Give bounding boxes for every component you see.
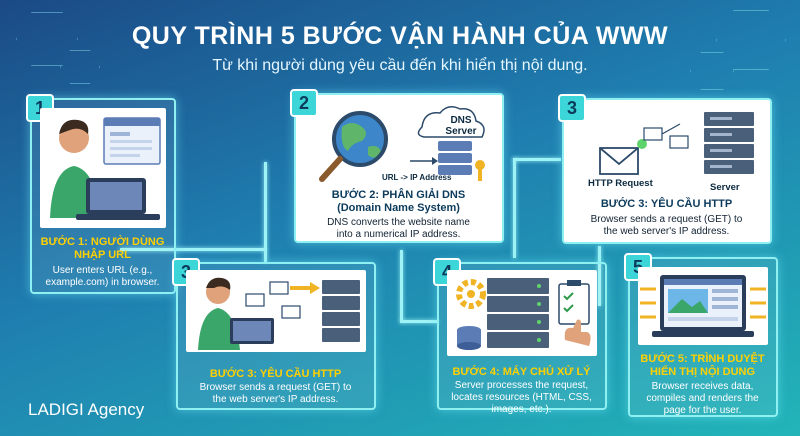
step-card-1: 1 BƯỚC 1: NGƯỜI DÙNG NHẬP URL User enter… bbox=[26, 94, 176, 294]
step-card-3-top: 3 HTTP Request Server BƯỚC 3: YÊU CẦU HT… bbox=[558, 94, 772, 244]
step-description-line: Browser sends a request (GET) to bbox=[199, 382, 352, 393]
illustration-panel bbox=[447, 270, 597, 356]
step-description: User enters URL (e.g., example.com) in b… bbox=[32, 265, 173, 289]
step-description-line: compiles and renders the bbox=[646, 393, 759, 404]
decor-hexagon bbox=[690, 52, 734, 90]
illustration-panel bbox=[186, 270, 366, 352]
connector-line bbox=[400, 250, 403, 322]
url-to-ip-label: URL -> IP Address bbox=[382, 173, 452, 182]
step-description-line: locates resources (HTML, CSS, bbox=[451, 392, 592, 403]
connector-line bbox=[513, 158, 561, 161]
decor-hexagon bbox=[716, 10, 786, 70]
dns-lookup-icon bbox=[319, 106, 485, 182]
step-title-line: BƯỚC 5: TRÌNH DUYỆT bbox=[640, 353, 765, 365]
http-request-server-icon bbox=[599, 112, 754, 175]
step-description: Browser receives data, compiles and rend… bbox=[630, 381, 775, 417]
step-description-line: Browser sends a request (GET) to bbox=[590, 214, 743, 225]
decor-hexagon bbox=[60, 50, 100, 84]
step-number: 3 bbox=[558, 94, 586, 122]
dns-server-label: DNS Server bbox=[436, 115, 486, 137]
server-processing-icon bbox=[456, 278, 591, 350]
step-description-line: images, etc.). bbox=[491, 404, 552, 415]
step-description-line: DNS converts the website name bbox=[327, 217, 470, 228]
step-description-line: page for the user. bbox=[663, 405, 742, 416]
illustration-panel bbox=[638, 267, 768, 345]
step-description-line: the web server's IP address. bbox=[603, 226, 730, 237]
decor-hexagon bbox=[16, 12, 78, 66]
page-subtitle: Từ khi người dùng yêu cầu đến khi hiển t… bbox=[212, 57, 588, 74]
step-title-line: (Domain Name System) bbox=[337, 202, 460, 214]
step-title-line: BƯỚC 2: PHÂN GIẢI DNS bbox=[331, 189, 466, 201]
server-label: Server bbox=[710, 182, 740, 193]
step-title-line: NHẬP URL bbox=[74, 249, 131, 261]
dns-label-line: DNS bbox=[450, 115, 472, 126]
step-title: BƯỚC 5: TRÌNH DUYỆT HIỂN THỊ NỘI DUNG bbox=[630, 353, 775, 379]
step-title: BƯỚC 4: MÁY CHỦ XỬ LÝ bbox=[452, 366, 591, 378]
step-description-line: Browser receives data, bbox=[651, 381, 754, 392]
step-card-5: 5 BƯỚC 5: TRÌNH DUYỆT HIỂN THỊ NỘI DUNG … bbox=[624, 253, 778, 417]
dns-label-line: Server bbox=[445, 126, 477, 137]
connector-line bbox=[400, 320, 438, 323]
step-title: BƯỚC 2: PHÂN GIẢI DNS (Domain Name Syste… bbox=[296, 189, 501, 215]
step-title: BƯỚC 1: NGƯỜI DÙNG NHẬP URL bbox=[32, 236, 173, 262]
step-description-line: User enters URL (e.g., bbox=[52, 265, 153, 276]
header: QUY TRÌNH 5 BƯỚC VẬN HÀNH CỦA WWW Từ khi… bbox=[0, 22, 800, 75]
step-card-3-bottom: 3 BƯỚC 3: YÊU CẦU HTTP Browser sends a r… bbox=[172, 258, 376, 410]
connector-line bbox=[598, 246, 601, 306]
step-card-4: 4 BƯỚC 4: MÁY CHỦ XỬ LÝ Server processes… bbox=[433, 258, 607, 415]
step-description: DNS converts the website name into a num… bbox=[296, 217, 501, 241]
step-description-line: into a numerical IP address. bbox=[336, 229, 461, 240]
step-title-line: HIỂN THỊ NỘI DUNG bbox=[649, 366, 756, 378]
step-number: 2 bbox=[290, 89, 318, 117]
illustration-panel bbox=[40, 108, 166, 228]
user-laptop-icon bbox=[50, 117, 161, 220]
http-request-label: HTTP Request bbox=[588, 178, 653, 189]
step-description: Browser sends a request (GET) to the web… bbox=[178, 382, 373, 406]
step-description: Browser sends a request (GET) to the web… bbox=[564, 214, 769, 238]
step-title: BƯỚC 3: YÊU CẦU HTTP bbox=[209, 368, 342, 380]
step-card-2: 2 DNS Server URL -> IP Address BƯỚC 2: P… bbox=[290, 89, 504, 243]
step-title-line: BƯỚC 1: NGƯỜI DÙNG bbox=[40, 236, 165, 248]
step-description: Server processes the request, locates re… bbox=[439, 380, 604, 416]
connector-line bbox=[264, 162, 267, 262]
connector-line bbox=[513, 158, 516, 258]
step-description-line: Server processes the request, bbox=[454, 380, 589, 391]
step-description-line: example.com) in browser. bbox=[45, 277, 160, 288]
user-sending-request-icon bbox=[198, 277, 360, 350]
browser-display-icon bbox=[640, 275, 766, 337]
step-description-line: the web server's IP address. bbox=[212, 394, 339, 405]
brand-label: LADIGI Agency bbox=[28, 400, 145, 419]
page-title: QUY TRÌNH 5 BƯỚC VẬN HÀNH CỦA WWW bbox=[131, 22, 669, 50]
connector-line bbox=[120, 248, 266, 251]
step-title: BƯỚC 3: YÊU CẦU HTTP bbox=[600, 198, 733, 210]
